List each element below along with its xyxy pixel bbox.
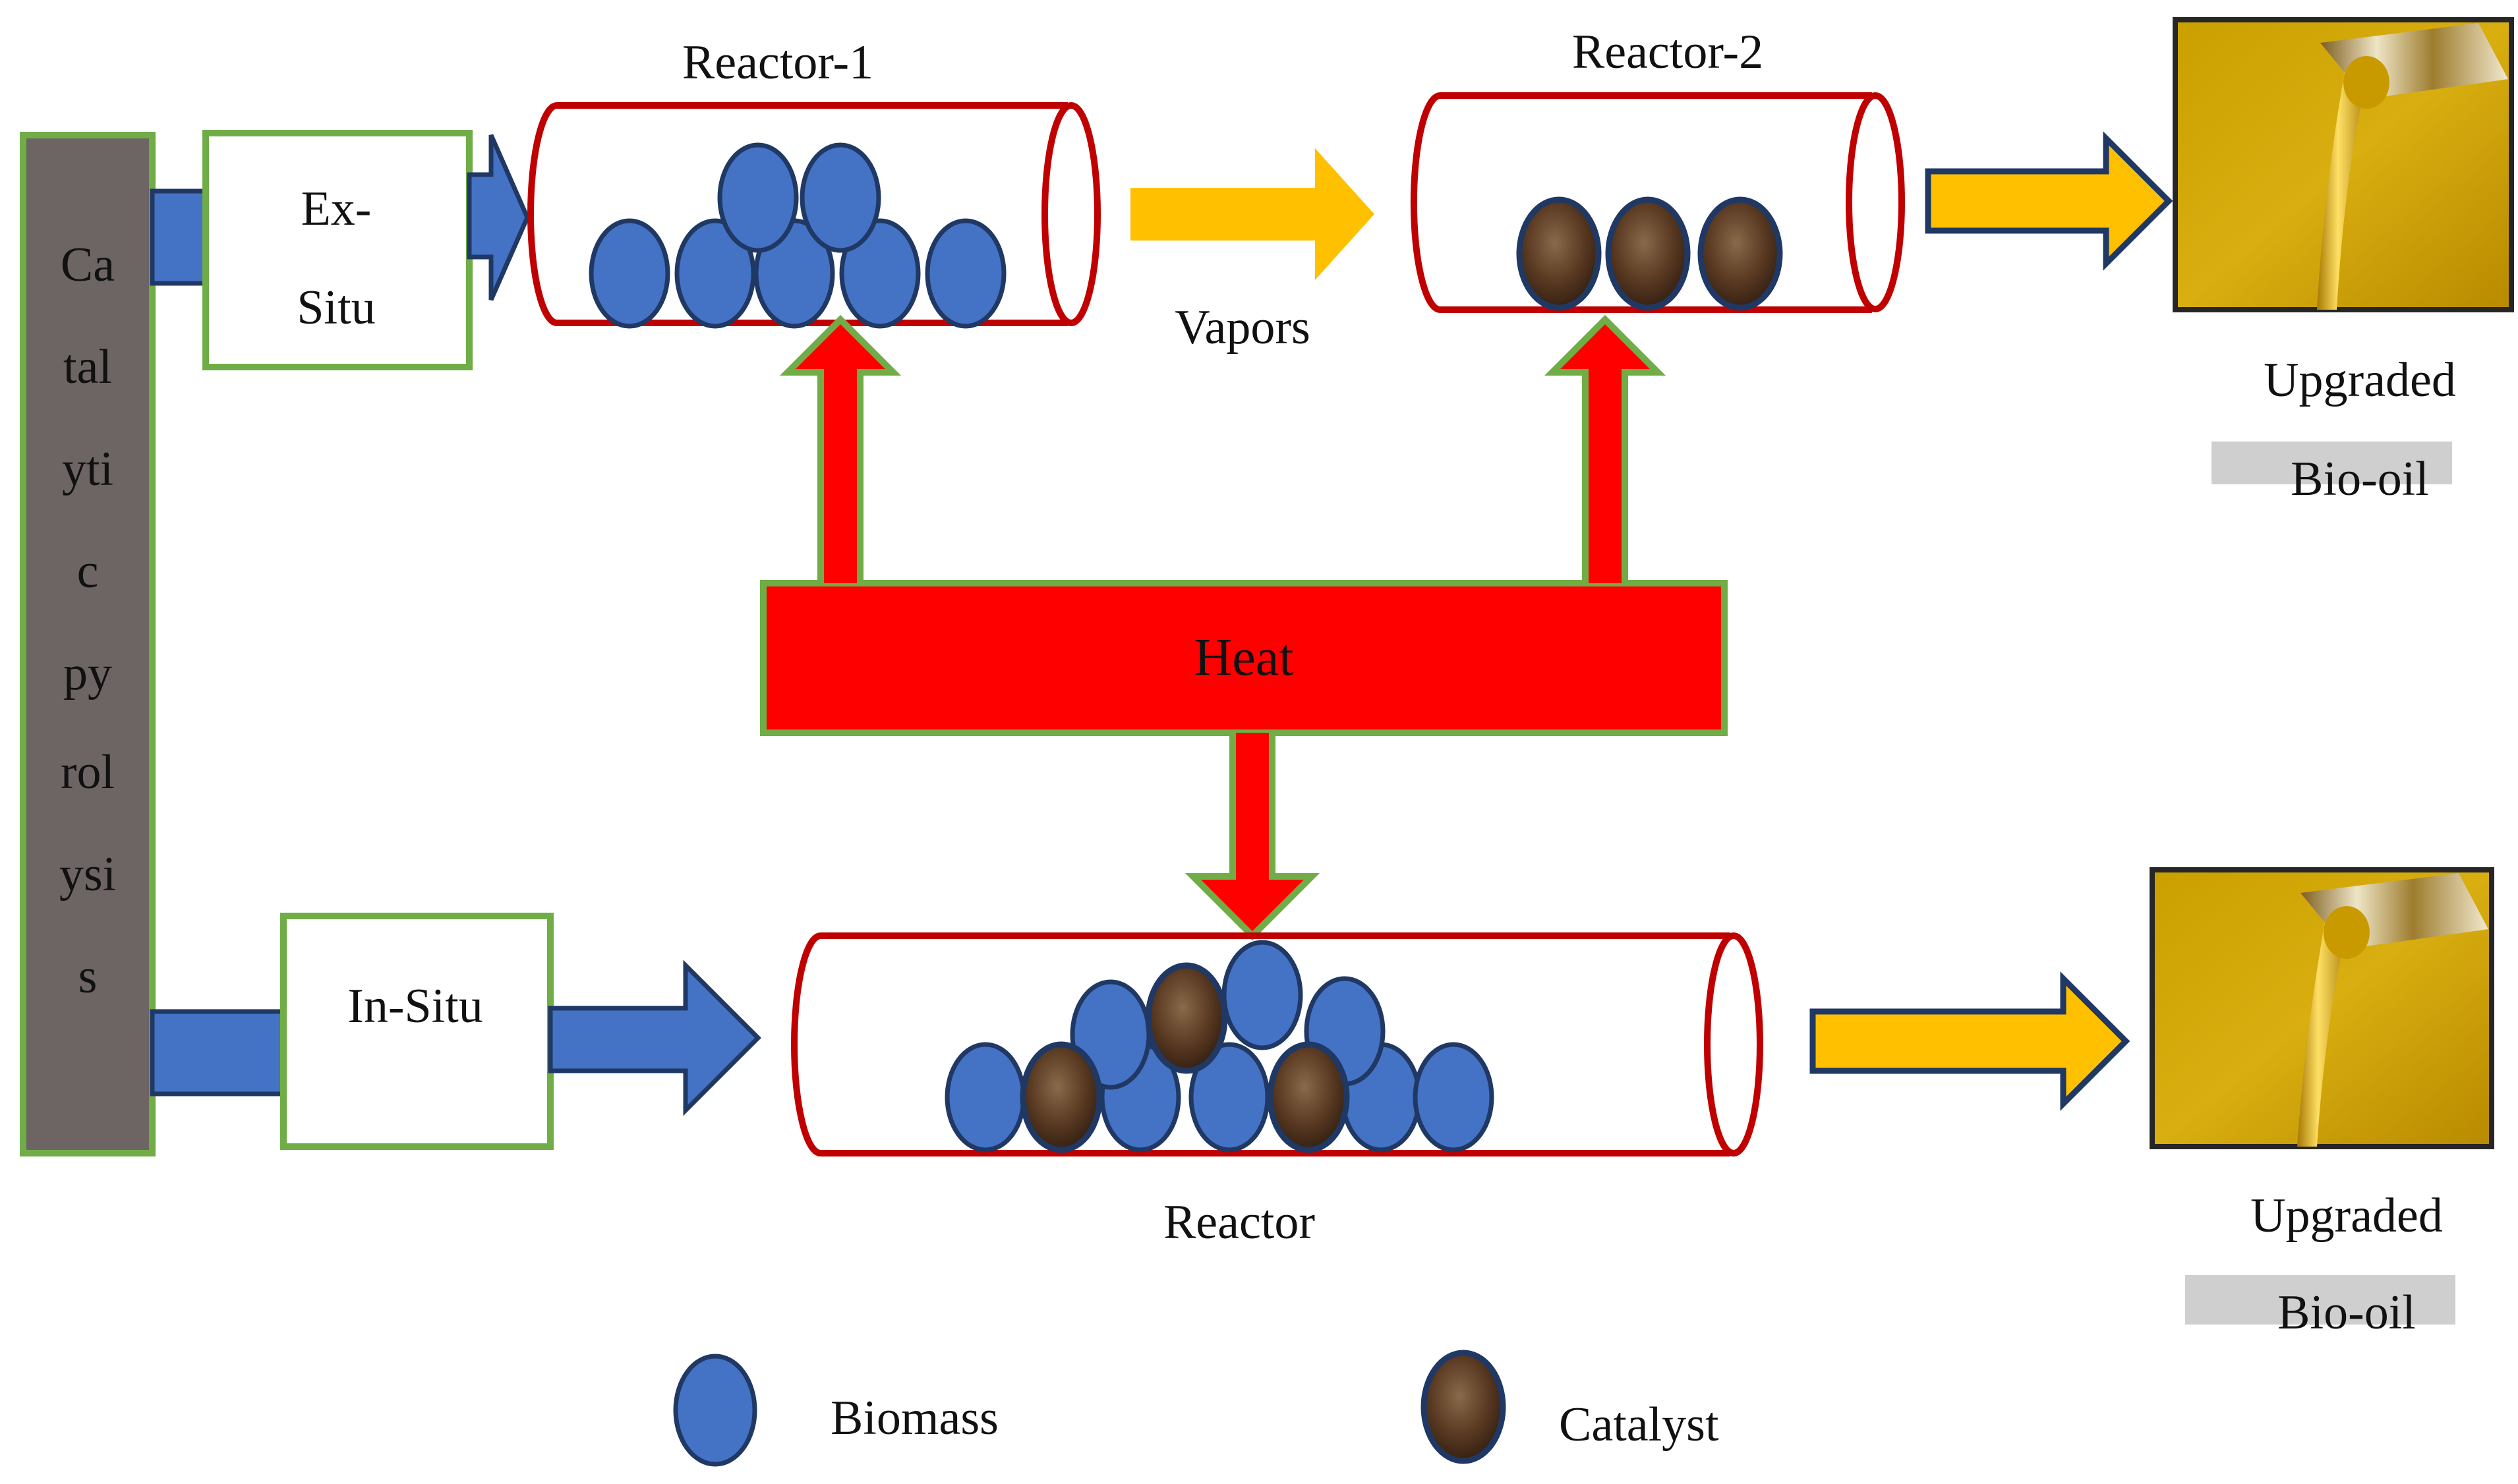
vapors-label: Vapors [1175, 300, 1310, 355]
reactor1-end [1041, 102, 1101, 326]
ex-situ-label-line1: Ex- [301, 182, 372, 236]
heat-arrow-to-reactor2 [1544, 314, 1666, 583]
biomass-pellet [925, 218, 1007, 329]
legend-biomass-label: Biomass [831, 1391, 999, 1445]
catalyst-pellet [1145, 962, 1228, 1074]
biomass-pellet [674, 218, 756, 329]
reactor2-catalyst-group [1516, 196, 1783, 311]
in-situ-label: In-Situ [347, 979, 483, 1033]
bottom-biooil-label-bar [2185, 1275, 2455, 1325]
catalyst-pellet [1516, 196, 1602, 311]
biomass-pellet [1413, 1042, 1494, 1153]
side-label-part: py [63, 646, 112, 700]
in-situ-arrow [548, 959, 761, 1116]
side-label-part: yti [61, 442, 114, 496]
legend-biomass-icon [673, 1354, 757, 1467]
side-label-part: rol [60, 745, 115, 799]
reactor-catalyst-group [1020, 962, 1350, 1153]
side-label-part: s [78, 950, 98, 1004]
bottom-biooil-image [2150, 867, 2494, 1149]
top-upgraded-label: Upgraded [2264, 353, 2456, 407]
biomass-pellet [1221, 940, 1303, 1050]
heat-label: Heat [1194, 629, 1294, 687]
top-output-arrow [1925, 131, 2173, 271]
catalytic-pyrolysis-bar [20, 132, 156, 1156]
reactor1-biomass-group [589, 142, 1007, 329]
reactor2-body [1410, 92, 1872, 313]
heat-arrow-to-reactor1 [779, 314, 902, 583]
biomass-pellet [800, 142, 881, 253]
top-biooil-label: Bio-oil [2291, 452, 2429, 506]
in-situ-connector [150, 1009, 287, 1097]
legend-catalyst-icon [1420, 1350, 1506, 1464]
catalyst-pellet [1605, 196, 1691, 311]
bottom-upgraded-label: Upgraded [2250, 1189, 2443, 1243]
side-label-part: c [76, 544, 99, 598]
reactor2-end [1846, 92, 1905, 312]
top-biooil-label-bar [2211, 442, 2452, 484]
bottom-output-arrow [1809, 971, 2130, 1111]
reactor-label: Reactor [1163, 1195, 1316, 1249]
ex-situ-label-line2: Situ [297, 281, 376, 335]
biomass-pellet [839, 218, 921, 329]
legend-catalyst-label: Catalyst [1559, 1398, 1719, 1452]
biomass-pellet [945, 1042, 1026, 1153]
reactor-body [791, 932, 1730, 1156]
vapors-arrow [1130, 148, 1374, 280]
side-label-part: tal [63, 340, 112, 394]
reactor-end [1704, 932, 1763, 1156]
side-label-part: Ca [60, 238, 115, 292]
biomass-pellet [717, 142, 799, 253]
catalyst-pellet [1697, 196, 1783, 311]
reactor2-label: Reactor-2 [1571, 25, 1764, 79]
biomass-pellet [589, 218, 670, 329]
heat-arrow-to-reactor [1185, 733, 1320, 941]
ex-situ-connector [150, 188, 214, 286]
reactor1-label: Reactor-1 [682, 36, 874, 90]
top-biooil-image [2173, 17, 2514, 312]
bottom-biooil-label: Bio-oil [2277, 1286, 2416, 1340]
side-label-part: ysi [59, 847, 117, 901]
ex-situ-box [202, 130, 473, 370]
catalyst-pellet [1020, 1041, 1103, 1153]
catalyst-pellet [1267, 1041, 1350, 1153]
ex-situ-arrow [467, 134, 530, 301]
